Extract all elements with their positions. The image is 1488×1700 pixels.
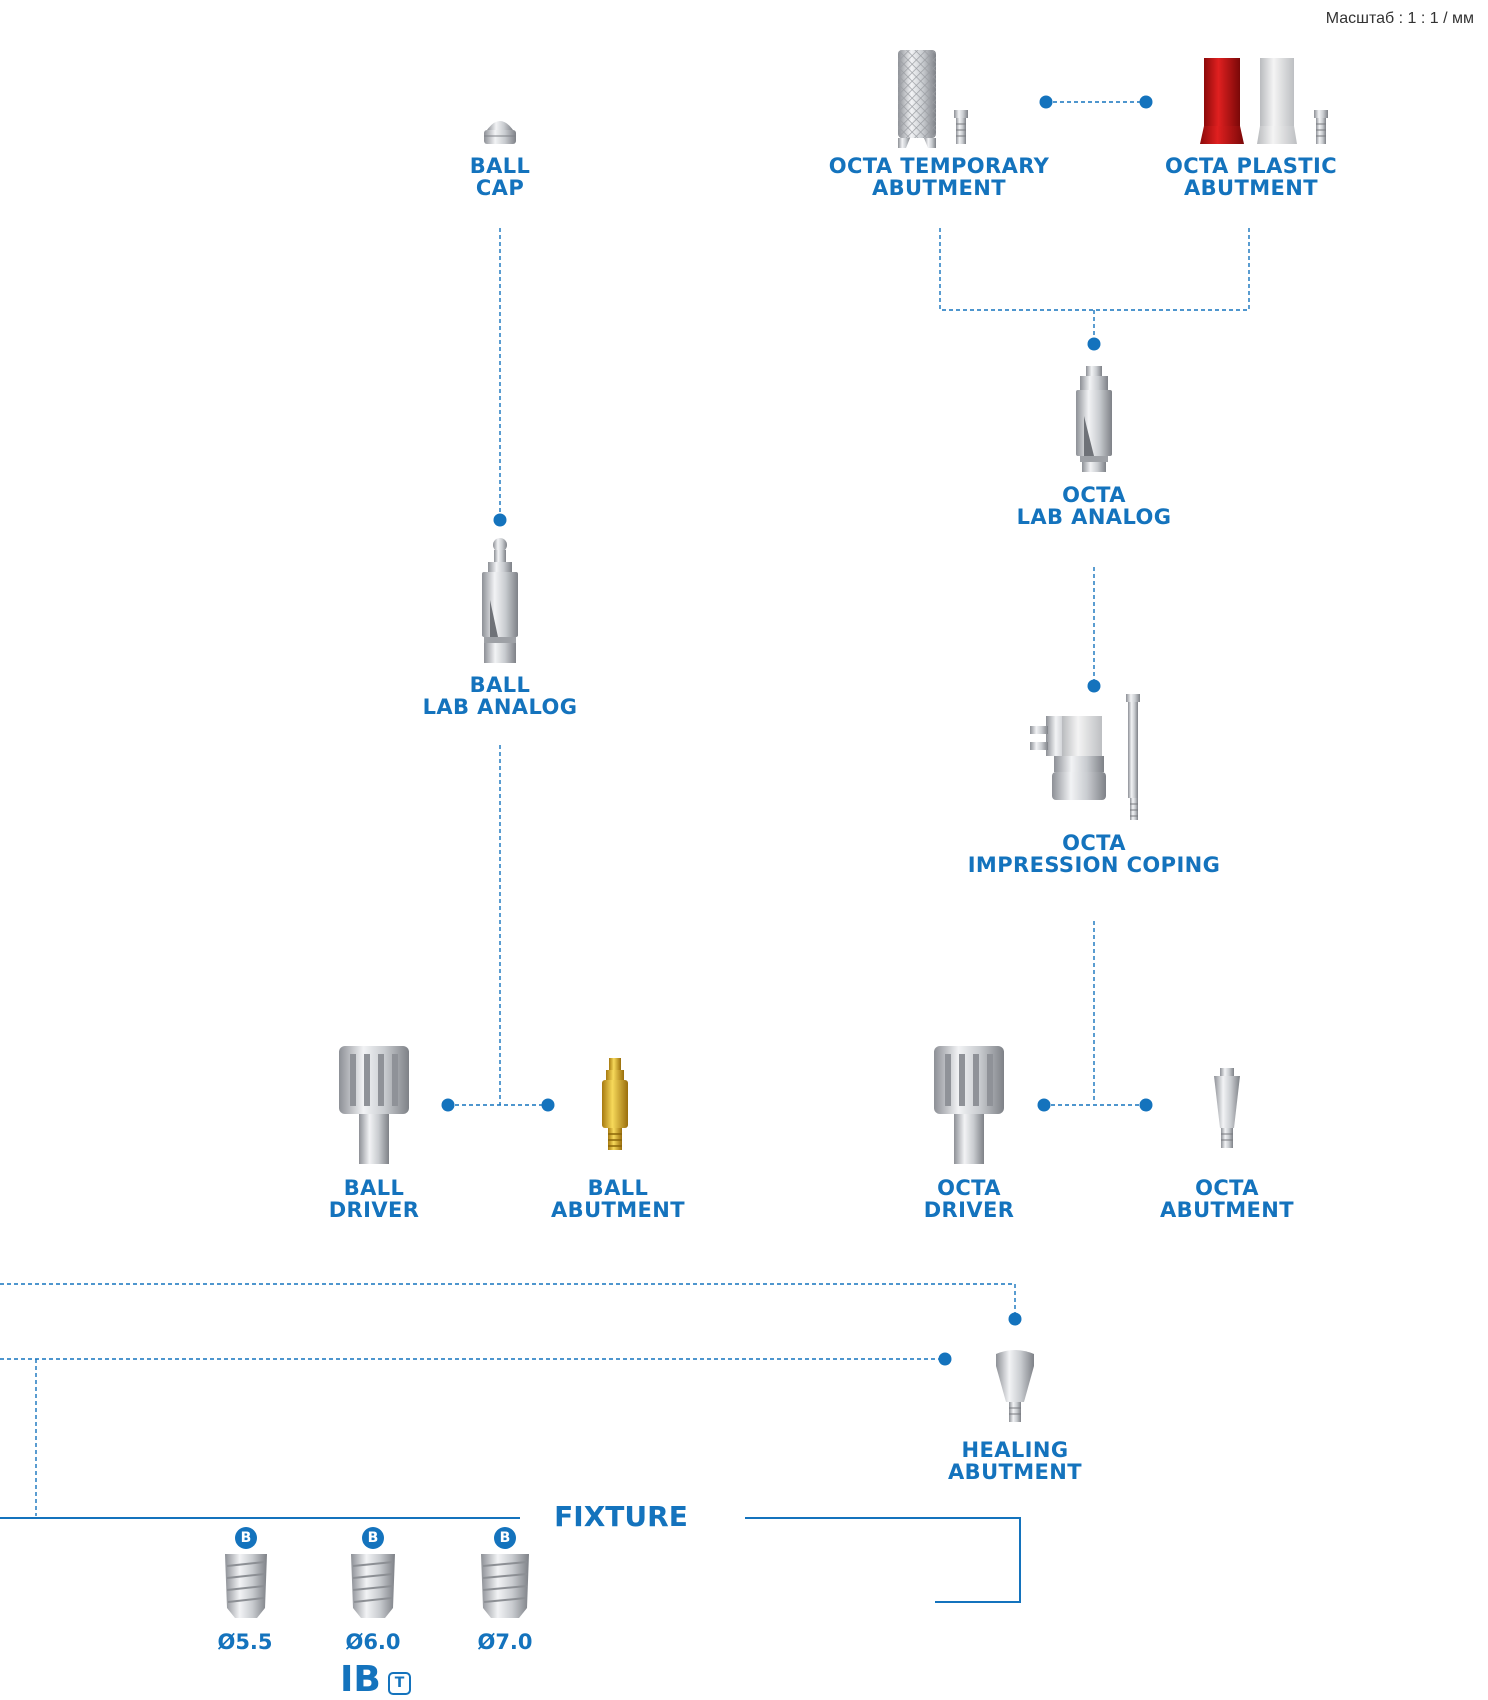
connector-dots bbox=[441, 95, 1153, 1366]
ball-driver-icon bbox=[339, 1046, 409, 1164]
healing-abutment-icon bbox=[996, 1350, 1034, 1422]
ball-abutment-icon bbox=[602, 1058, 628, 1150]
ball-lab-analog-icon bbox=[482, 538, 518, 663]
series-label: IB bbox=[340, 1659, 381, 1700]
badge-b-icon: B bbox=[362, 1527, 384, 1549]
badge-b-icon: B bbox=[235, 1527, 257, 1549]
connector-lines bbox=[0, 101, 1250, 1516]
fixture-diameter: Ø5.5 bbox=[217, 1630, 273, 1654]
badge-b-icon: B bbox=[494, 1527, 516, 1549]
implant-icon-6-0 bbox=[351, 1554, 395, 1618]
plastic-abutment-icon bbox=[1200, 58, 1328, 144]
implant-icon-5-5 bbox=[225, 1554, 267, 1618]
fixture-implant-icons bbox=[225, 1554, 529, 1618]
temporary-abutment-icon bbox=[898, 50, 968, 148]
impression-coping-icon bbox=[1030, 694, 1140, 820]
fixture-bracket bbox=[0, 1517, 1021, 1603]
fixture-title: FIXTURE bbox=[554, 1500, 688, 1533]
scale-label: Масштаб : 1 : 1 / мм bbox=[1325, 10, 1474, 27]
series-mark-icon: T bbox=[388, 1672, 411, 1695]
implant-icon-7-0 bbox=[481, 1554, 529, 1618]
octa-abutment-icon bbox=[1214, 1068, 1240, 1148]
fixture-diameter: Ø7.0 bbox=[477, 1630, 533, 1654]
fixture-diameter: Ø6.0 bbox=[345, 1630, 401, 1654]
octa-lab-analog-icon bbox=[1076, 366, 1112, 472]
ball-cap-icon bbox=[484, 121, 516, 144]
octa-driver-icon bbox=[934, 1046, 1004, 1164]
